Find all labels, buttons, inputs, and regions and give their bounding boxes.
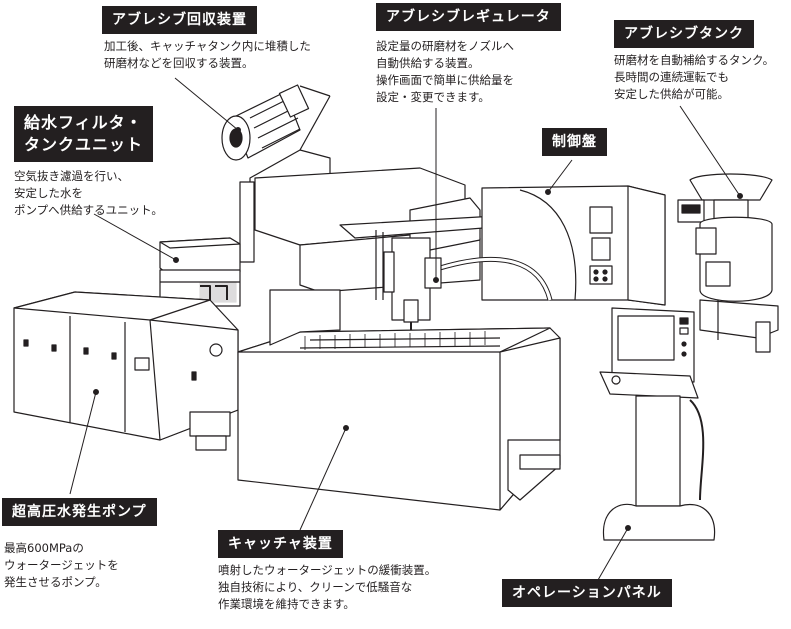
control-panel-title: 制御盤 bbox=[542, 128, 607, 156]
desc-line: 長時間の連続運転でも bbox=[614, 70, 729, 84]
desc-line: 操作画面で簡単に供給量を bbox=[376, 73, 514, 87]
desc-line: 設定・変更できます。 bbox=[376, 90, 490, 104]
abrasive-regulator-desc: 設定量の研磨材をノズルへ 自動供給する装置。 操作画面で簡単に供給量を 設定・変… bbox=[376, 38, 514, 106]
main-machine-frame bbox=[254, 167, 666, 306]
desc-line: 最高600MPaの bbox=[4, 541, 84, 555]
operation-panel-title: オペレーションパネル bbox=[502, 579, 672, 607]
catcher-device-title: キャッチャ装置 bbox=[218, 530, 343, 558]
desc-line: 安定した供給が可能。 bbox=[614, 87, 729, 101]
abrasive-regulator-title: アブレシブレギュレータ bbox=[376, 3, 561, 31]
desc-line: 噴射したウォータージェットの緩衝装置。 bbox=[218, 563, 437, 577]
water-filter-tank-desc: 空気抜き濾過を行い、 安定した水を ポンプへ供給するユニット。 bbox=[14, 168, 163, 219]
desc-line: 設定量の研磨材をノズルへ bbox=[376, 39, 514, 53]
desc-line: 安定した水を bbox=[14, 186, 83, 200]
desc-line: 作業環境を維持できます。 bbox=[218, 597, 355, 611]
operation-panel bbox=[599, 307, 716, 541]
desc-line: 研磨材などを回収する装置。 bbox=[104, 56, 254, 70]
title-line: 給水フィルタ・ bbox=[24, 113, 143, 132]
abrasive-tank-title: アブレシブタンク bbox=[614, 20, 754, 48]
high-pressure-pump-desc: 最高600MPaの ウォータージェットを 発生させるポンプ。 bbox=[4, 540, 119, 591]
desc-line: 空気抜き濾過を行い、 bbox=[14, 169, 129, 183]
high-pressure-pump-title: 超高圧水発生ポンプ bbox=[2, 498, 157, 526]
catcher-device-desc: 噴射したウォータージェットの緩衝装置。 独自技術により、クリーンで低騒音な 作業… bbox=[218, 562, 436, 613]
desc-line: ポンプへ供給するユニット。 bbox=[14, 203, 163, 217]
high-pressure-pump bbox=[13, 291, 239, 451]
desc-line: ウォータージェットを bbox=[4, 558, 119, 572]
water-filter-tank-unit bbox=[159, 237, 241, 307]
cutting-head bbox=[375, 230, 442, 345]
abrasive-tank bbox=[677, 173, 779, 353]
desc-line: 自動供給する装置。 bbox=[376, 56, 480, 70]
leader-lines bbox=[69, 77, 743, 581]
catcher-tank bbox=[237, 289, 561, 511]
abrasive-tank-desc: 研磨材を自動補給するタンク。 長時間の連続運転でも 安定した供給が可能。 bbox=[614, 52, 774, 103]
abrasive-recovery-desc: 加工後、キャッチャタンク内に堆積した 研磨材などを回収する装置。 bbox=[104, 38, 311, 72]
title-line: タンクユニット bbox=[24, 135, 144, 154]
desc-line: 加工後、キャッチャタンク内に堆積した bbox=[104, 39, 311, 53]
water-filter-tank-title: 給水フィルタ・ タンクユニット bbox=[14, 106, 154, 162]
desc-line: 発生させるポンプ。 bbox=[4, 575, 107, 589]
abrasive-recovery-title: アブレシブ回収装置 bbox=[102, 6, 257, 34]
desc-line: 研磨材を自動補給するタンク。 bbox=[614, 53, 775, 67]
desc-line: 独自技術により、クリーンで低騒音な bbox=[218, 580, 413, 594]
